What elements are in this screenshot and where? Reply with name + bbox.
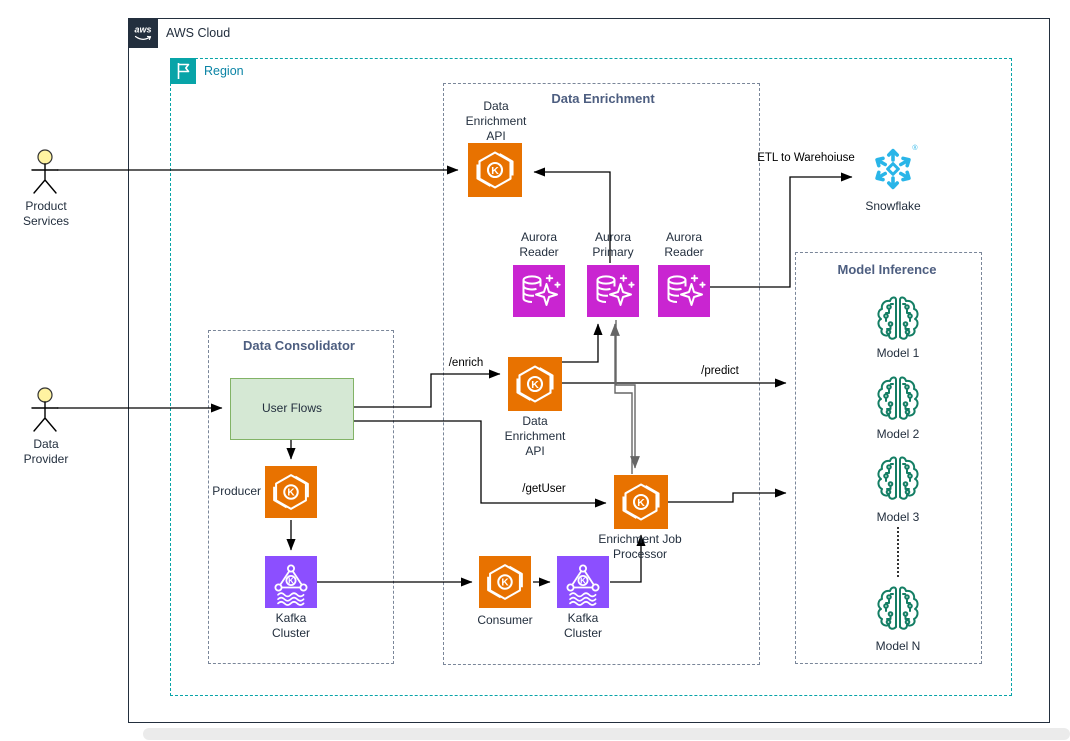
edge-user-flows-getuser	[352, 420, 607, 508]
edge-aurora-primary-to-job-processor	[615, 320, 640, 469]
msk-api-top-icon	[468, 143, 522, 197]
aurora-reader-right-label: Aurora Reader	[664, 230, 704, 260]
aurora-reader-left-icon	[513, 265, 565, 317]
snowflake-icon	[867, 143, 919, 195]
model-3-label: Model 3	[876, 510, 920, 524]
msk-job-processor-icon	[614, 475, 668, 529]
model-2-label: Model 2	[876, 427, 920, 441]
edge-aurora-primary-to-api-top	[533, 167, 611, 263]
model-n-label: Model N	[875, 639, 921, 653]
edge-api-mid-to-aurora-primary	[562, 323, 603, 363]
predict-edge-label: /predict	[701, 365, 739, 377]
kafka-cluster-left-icon	[265, 556, 317, 608]
job-processor-label: Enrichment Job Processor	[598, 532, 682, 562]
snowflake-label: Snowflake	[865, 199, 921, 213]
region-label: Region	[204, 64, 244, 78]
model-inference-title: Model Inference	[837, 262, 937, 277]
data-consolidator-group	[208, 330, 394, 664]
edge-job-processor-to-aurora-primary	[610, 323, 633, 474]
model-2-icon	[873, 373, 923, 423]
producer-label: Producer	[212, 484, 261, 498]
aurora-reader-right-icon	[658, 265, 710, 317]
aws-cloud-label: AWS Cloud	[166, 26, 231, 40]
consumer-label: Consumer	[477, 613, 533, 627]
product-services-label: Product Services	[22, 199, 69, 229]
msk-producer-icon	[265, 466, 317, 518]
edge-kafka-mid-to-job-processor	[610, 534, 646, 583]
edge-user-flows-enrich	[352, 369, 501, 408]
aurora-primary-icon	[587, 265, 639, 317]
user-flows-label: User Flows	[261, 401, 322, 416]
msk-api-mid-icon	[508, 357, 562, 411]
edge-aurora-reader-to-snowflake	[710, 172, 853, 288]
product-services-actor-icon	[25, 148, 65, 200]
enrich-edge-label: /enrich	[448, 357, 484, 369]
model-3-icon	[873, 453, 923, 503]
getuser-edge-label: /getUser	[522, 483, 566, 495]
edge-job-processor-to-models	[668, 488, 787, 503]
kafka-cluster-left-label: Kafka Cluster	[271, 611, 310, 641]
aurora-primary-label: Aurora Primary	[592, 230, 634, 260]
data-provider-actor-icon	[25, 386, 65, 438]
kafka-cluster-mid-label: Kafka Cluster	[563, 611, 602, 641]
horizontal-scrollbar[interactable]	[143, 728, 1070, 740]
aurora-reader-left-label: Aurora Reader	[519, 230, 559, 260]
api-mid-label: Data Enrichment API	[504, 414, 566, 459]
msk-consumer-icon	[479, 556, 531, 608]
etl-edge-label: ETL to Warehoiuse	[757, 152, 855, 164]
models-ellipsis	[897, 527, 899, 577]
aws-cloud-boundary	[128, 18, 1050, 723]
api-top-label: Data Enrichment API	[465, 99, 527, 144]
data-enrichment-title: Data Enrichment	[551, 91, 655, 106]
model-1-icon	[873, 293, 923, 343]
region-boundary	[170, 58, 1012, 696]
data-provider-label: Data Provider	[23, 437, 69, 467]
model-n-icon	[873, 583, 923, 633]
data-consolidator-title: Data Consolidator	[243, 338, 355, 353]
model-inference-group	[795, 252, 982, 664]
kafka-cluster-mid-icon	[557, 556, 609, 608]
user-flows-box: User Flows	[230, 378, 354, 440]
model-1-label: Model 1	[876, 346, 920, 360]
